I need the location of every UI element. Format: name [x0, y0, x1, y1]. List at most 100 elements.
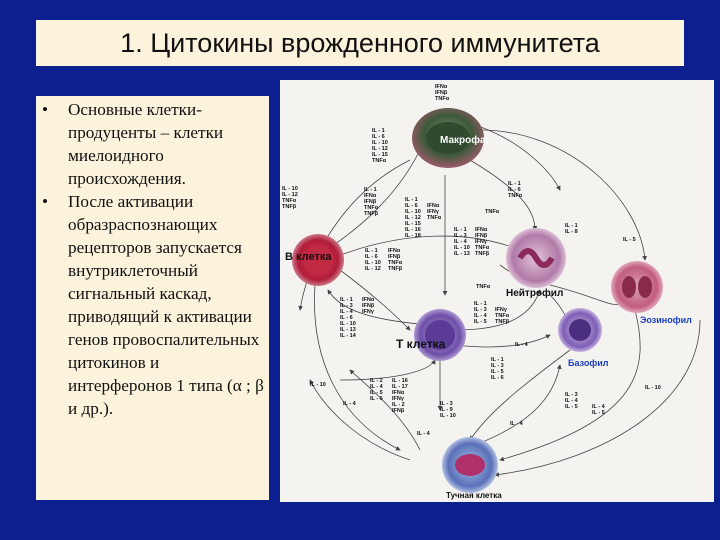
mast-cell: Тучная клетка — [442, 437, 502, 500]
cytokine-label: IL - 1 — [372, 128, 385, 134]
cytokine-label: IL - 16 — [392, 378, 408, 384]
cytokine-label: IL - 10 — [454, 245, 470, 251]
cytokine-label: IL - 1 — [565, 223, 578, 229]
cytokine-label: TNFβ — [475, 251, 490, 257]
cytokine-label: TNFα — [435, 96, 450, 102]
cytokine-label: IFNγ — [475, 239, 488, 245]
cytokine-label: IL - 10 — [282, 186, 298, 192]
neutrophil-cell: Нейтрофил — [506, 228, 566, 299]
bullet-text: Основные клетки-продуценты – клетки миел… — [68, 100, 224, 188]
cytokine-label: IL - 10 — [440, 413, 456, 419]
cytokine-label: TNFα — [388, 260, 403, 266]
mast-cell-label: Тучная клетка — [446, 491, 502, 500]
cytokine-label: IL - 5 — [474, 319, 487, 325]
cytokine-label: IL - 3 — [474, 307, 487, 313]
slide-title: 1. Цитокины врожденного иммунитета — [120, 27, 600, 58]
cytokine-label: IFNγ — [495, 307, 508, 313]
basophil-label: Базофил — [568, 358, 609, 368]
b-cell: В клетка — [285, 234, 344, 286]
cytokine-label: IL - 3 — [340, 303, 353, 309]
cytokine-label: IFNα — [427, 203, 440, 209]
cytokine-label: TNFα — [475, 245, 490, 251]
cytokine-label: IL - 13 — [340, 327, 356, 333]
label-far-left: IL - 10 IL - 12 TNFα TNFβ — [282, 186, 298, 210]
cytokine-label: IL - 12 — [372, 146, 388, 152]
cytokine-label: IL - 6 — [491, 375, 504, 381]
cytokine-label: IFNα — [475, 227, 488, 233]
cytokine-label: IL - 1 — [340, 297, 353, 303]
cytokine-label: IL - 4 — [515, 342, 529, 348]
cytokine-label: IFNα — [435, 84, 448, 90]
cytokine-label: IL - 10 — [340, 321, 356, 327]
eosinophil-label: Эозинофил — [640, 315, 692, 325]
cytokine-label: TNFβ — [364, 211, 379, 217]
cytokine-label: IL - 14 — [340, 333, 357, 339]
macrophage-label: Макрофаг — [440, 134, 490, 146]
cytokine-label: IFNβ — [435, 90, 448, 96]
label-tcell-left: IL - 1 IL - 3 IL - 4 IL - 6 IL - 10 IL -… — [340, 297, 375, 339]
bullet-text: После активации образраспознающих рецепт… — [68, 192, 264, 418]
cytokine-label: IL - 4 — [474, 313, 488, 319]
label-basophil: IL - 3 IL - 4 IL - 5 IL - 4 IL - 5 IL - … — [565, 385, 661, 416]
cytokine-label: IL - 6 — [405, 203, 418, 209]
cytokine-label: IFNα — [388, 248, 401, 254]
cytokine-label: IL - 5 — [623, 237, 636, 243]
cytokine-label: IL - 6 — [370, 396, 383, 402]
label-mid1: IL - 1 IFNα IFNβ TNFα TNFβ — [364, 187, 379, 217]
cytokine-label: IL - 3 — [491, 363, 504, 369]
cytokine-label: IL - 6 — [508, 187, 521, 193]
label-neut-left: IL - 1 IL - 3 IL - 4 IL - 10 IL - 13 IFN… — [454, 227, 490, 257]
cytokine-label: IL - 4 — [510, 421, 524, 427]
cytokine-label: IL - 2 — [370, 378, 383, 384]
cytokine-label: TNFα — [364, 205, 379, 211]
t-cell: Т клетка — [396, 309, 466, 361]
cytokine-label: IL - 5 — [592, 410, 605, 416]
cytokine-network-diagram: Макрофаг В клетка Т клетка Нейтрофил Эоз… — [280, 80, 714, 502]
cytokine-label: IL - 16 — [405, 227, 421, 233]
cytokine-label: IL - 1 — [508, 181, 521, 187]
cytokine-label: IL - 4 — [592, 404, 606, 410]
cytokine-label: IL - 4 — [565, 398, 579, 404]
cytokine-label: IFNγ — [427, 209, 440, 215]
cytokine-label: IFNα — [364, 193, 377, 199]
cytokine-label: IL - 1 — [365, 248, 378, 254]
bullet-marker: • — [42, 100, 49, 119]
cytokine-label: IL - 5 — [565, 404, 578, 410]
cytokine-label: IFNγ — [392, 396, 405, 402]
cytokine-label: IL - 4 — [343, 401, 357, 407]
cytokine-label: IL - 10 — [365, 260, 381, 266]
cytokine-label: IFNβ — [475, 233, 488, 239]
label-neut-below: IL - 1 IL - 3 IL - 4 IL - 5 IFNγ TNFα TN… — [474, 301, 529, 348]
cytokine-label: IFNα — [392, 390, 405, 396]
cytokine-label: TNFα — [476, 284, 491, 290]
b-cell-label: В клетка — [285, 251, 332, 263]
t-cell-label: Т клетка — [396, 337, 446, 351]
cytokine-label: IL - 1 — [474, 301, 487, 307]
neutrophil-label: Нейтрофил — [506, 287, 563, 299]
label-top-ifn: IFNα IFNβ TNFα — [435, 84, 450, 102]
basophil-cell: Базофил — [558, 308, 609, 368]
cytokine-label: IL - 15 — [405, 221, 421, 227]
cytokine-label: IL - 12 — [282, 192, 298, 198]
cytokine-label: IL - 6 — [340, 315, 353, 321]
cytokine-label: IL - 5 — [370, 390, 383, 396]
cytokine-label: IL - 12 — [405, 215, 421, 221]
cytokine-label: TNFα — [427, 215, 442, 221]
cytokine-label: TNFα — [282, 198, 297, 204]
cytokine-label: IL - 4 — [340, 309, 354, 315]
cytokine-label: IL - 4 — [370, 384, 384, 390]
bullet-item: • После активации образраспознающих реце… — [42, 190, 265, 420]
cytokine-label: IL - 3 — [440, 401, 453, 407]
label-misc: IL - 10 IL - 4 IL - 4 IL - 3 IL - 9 IL -… — [310, 382, 524, 437]
cytokine-label: IL - 3 — [454, 233, 467, 239]
cytokine-label: IL - 15 — [372, 152, 388, 158]
cytokine-label: TNFβ — [495, 319, 510, 325]
cytokine-label: IL - 1 — [364, 187, 377, 193]
cytokine-label: IL - 3 — [565, 392, 578, 398]
cytokine-label: IL - 10 — [372, 140, 388, 146]
cytokine-label: IL - 1 — [454, 227, 467, 233]
cytokine-label: IL - 10 — [310, 382, 326, 388]
cytokine-label: IFNβ — [392, 408, 405, 414]
label-mac-right: IL - 1 IL - 6 TNFα TNFα — [485, 181, 523, 215]
cytokine-label: IL - 10 — [405, 209, 421, 215]
